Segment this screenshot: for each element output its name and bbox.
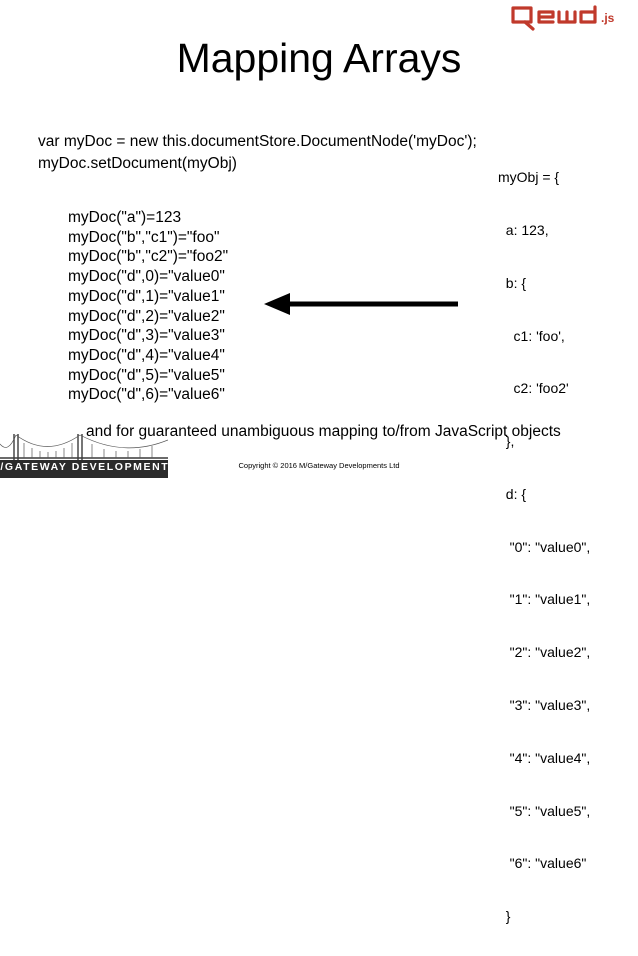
slide-title: Mapping Arrays bbox=[176, 35, 462, 81]
company-logo-text: M/GATEWAY DEVELOPMENTS bbox=[0, 461, 168, 473]
object-line: "1": "value1", bbox=[498, 591, 591, 608]
mapped-call: myDoc("d",5)="value5" bbox=[68, 366, 225, 384]
copyright-text: Copyright © 2016 M/Gateway Developments … bbox=[238, 461, 400, 470]
object-line: d: { bbox=[498, 485, 527, 502]
object-line: c2: 'foo2' bbox=[498, 380, 569, 397]
mapped-call: myDoc("d",3)="value3" bbox=[68, 327, 225, 345]
mapped-call: myDoc("d",1)="value1" bbox=[68, 287, 225, 305]
mapped-call: myDoc("d",0)="value0" bbox=[68, 268, 225, 286]
object-line: "3": "value3", bbox=[498, 697, 591, 713]
mapped-call: myDoc("d",6)="value6" bbox=[68, 386, 225, 404]
mapped-call: myDoc("d",2)="value2" bbox=[68, 307, 225, 325]
object-line: "2": "value2", bbox=[498, 644, 591, 661]
mapped-call: myDoc("b","c2")="foo2" bbox=[68, 248, 229, 266]
mgateway-logo: M/GATEWAY DEVELOPMENTS bbox=[0, 434, 168, 478]
mapped-call: myDoc("a")=123 bbox=[68, 209, 182, 226]
object-line: }, bbox=[498, 433, 515, 450]
object-line: myObj = { bbox=[498, 169, 560, 186]
qewd-logo: .js bbox=[511, 5, 615, 31]
object-line: a: 123, bbox=[498, 221, 549, 238]
code-line-set-document: myDoc.setDocument(myObj) bbox=[38, 155, 237, 172]
mapped-call: myDoc("d",4)="value4" bbox=[68, 346, 225, 364]
object-line: "4": "value4", bbox=[498, 749, 591, 766]
object-line: c1: 'foo', bbox=[498, 327, 565, 344]
svg-text:.js: .js bbox=[601, 11, 615, 25]
left-arrow-icon bbox=[264, 293, 458, 315]
object-literal: myObj = { a: 123, b: { c1: 'foo', c2: 'f… bbox=[498, 134, 590, 956]
code-line-create-node: var myDoc = new this.documentStore.Docum… bbox=[38, 133, 477, 150]
object-line: "5": "value5", bbox=[498, 802, 591, 819]
object-line: "0": "value0", bbox=[498, 538, 591, 555]
object-line: "6": "value6" bbox=[498, 855, 587, 872]
mapped-calls-list: myDoc("a")=123 myDoc("b","c1")="foo" myD… bbox=[68, 208, 228, 405]
object-line: b: { bbox=[498, 274, 527, 291]
footer-note: and for guaranteed unambiguous mapping t… bbox=[86, 423, 561, 440]
object-line: } bbox=[498, 908, 511, 925]
mapped-call: myDoc("b","c1")="foo" bbox=[68, 228, 220, 246]
